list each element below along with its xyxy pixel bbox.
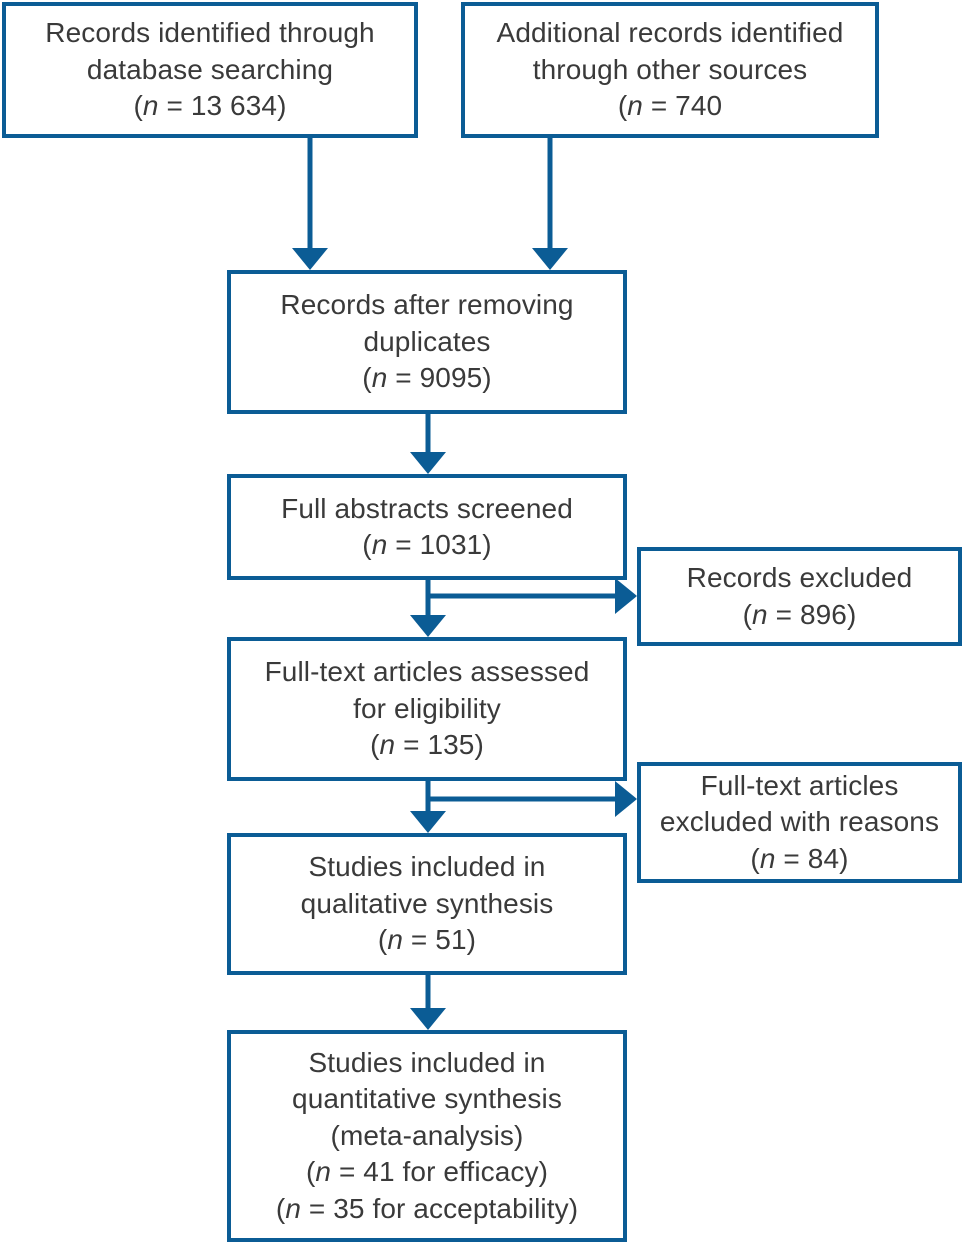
n-symbol: n [752,598,768,630]
n-symbol: n [142,90,159,122]
node-studies-included-qualitative-synthesis: Studies included in qualitative synthesi… [227,833,627,975]
node-count: (n = 740 [617,90,723,122]
n-symbol: n [371,529,388,560]
arrowhead-down-dedup-left [292,248,328,270]
arrowhead-right-excl-reasons [615,781,637,817]
count-value: 896 [799,598,847,630]
node-text-line: excluded with reasons [659,806,940,838]
arrowhead-down-dedup-right [532,248,568,270]
node-text-line: Full abstracts screened [281,492,573,524]
arrowhead-down-qualitative [410,811,446,833]
node-count: (n = 1031) [362,529,492,560]
node-records-identified-database-searching: Records identified through database sear… [2,2,418,138]
node-text-line: Full-text articles [700,769,899,801]
n-symbol: n [627,90,643,122]
node-text-line: Full-text articles assessed [264,656,590,688]
node-count: (n = 9095) [362,362,492,394]
node-count-efficacy: (n = 41 for efficacy) [305,1156,549,1188]
arrowhead-down-quantitative [410,1008,446,1030]
n-symbol: n [371,362,388,394]
node-full-text-articles-excluded-with-reasons: Full-text articles excluded with reasons… [637,762,962,883]
count-value: 9095 [419,362,483,394]
node-text-line: quantitative synthesis [292,1083,562,1115]
node-count: (n = 51) [377,924,477,956]
node-count: (n = 896) [742,598,857,630]
node-studies-included-quantitative-synthesis: Studies included in quantitative synthes… [227,1030,627,1242]
node-additional-records-other-sources: Additional records identified through ot… [461,2,879,138]
node-count: (n = 135) [370,729,484,761]
n-symbol: n [315,1156,332,1188]
node-text-line: Records after removing [280,289,574,321]
node-text-line: (meta-analysis) [330,1119,524,1151]
count-value: 84 [807,842,840,874]
count-value: 41 [363,1156,395,1188]
node-text-line: Records excluded [686,562,913,594]
arrowhead-down-fulltext [410,615,446,637]
count-value: 1031 [419,529,483,560]
node-full-abstracts-screened: Full abstracts screened (n = 1031) [227,474,627,580]
count-value: 135 [427,729,475,761]
count-value: 13 634 [190,90,278,122]
node-text-line: qualitative synthesis [300,887,554,919]
count-value: 740 [675,90,723,122]
node-text-line: Records identified through [45,17,375,49]
arrowhead-down-abstracts [410,452,446,474]
node-text-line: for eligibility [353,692,501,724]
count-value: 51 [435,924,467,956]
node-records-after-removing-duplicates: Records after removing duplicates (n = 9… [227,270,627,414]
n-symbol: n [285,1192,301,1224]
node-count: (n = 84) [750,842,849,874]
n-symbol: n [759,842,776,874]
n-symbol: n [387,924,404,956]
node-text-line: Additional records identified [496,17,844,49]
node-text-line: Studies included in [308,1047,546,1079]
node-text-line: Studies included in [308,851,546,883]
arrowhead-right-excluded [615,578,637,614]
node-records-excluded: Records excluded (n = 896) [637,547,962,646]
node-count-acceptability: (n = 35 for acceptability) [275,1192,579,1224]
node-text-line: database searching [86,53,334,85]
node-count: (n = 13 634) [133,90,287,122]
count-value: 35 [333,1192,365,1224]
node-text-line: duplicates [363,325,491,357]
n-symbol: n [379,729,396,761]
node-full-text-articles-assessed: Full-text articles assessed for eligibil… [227,637,627,781]
node-text-line: through other sources [532,53,808,85]
